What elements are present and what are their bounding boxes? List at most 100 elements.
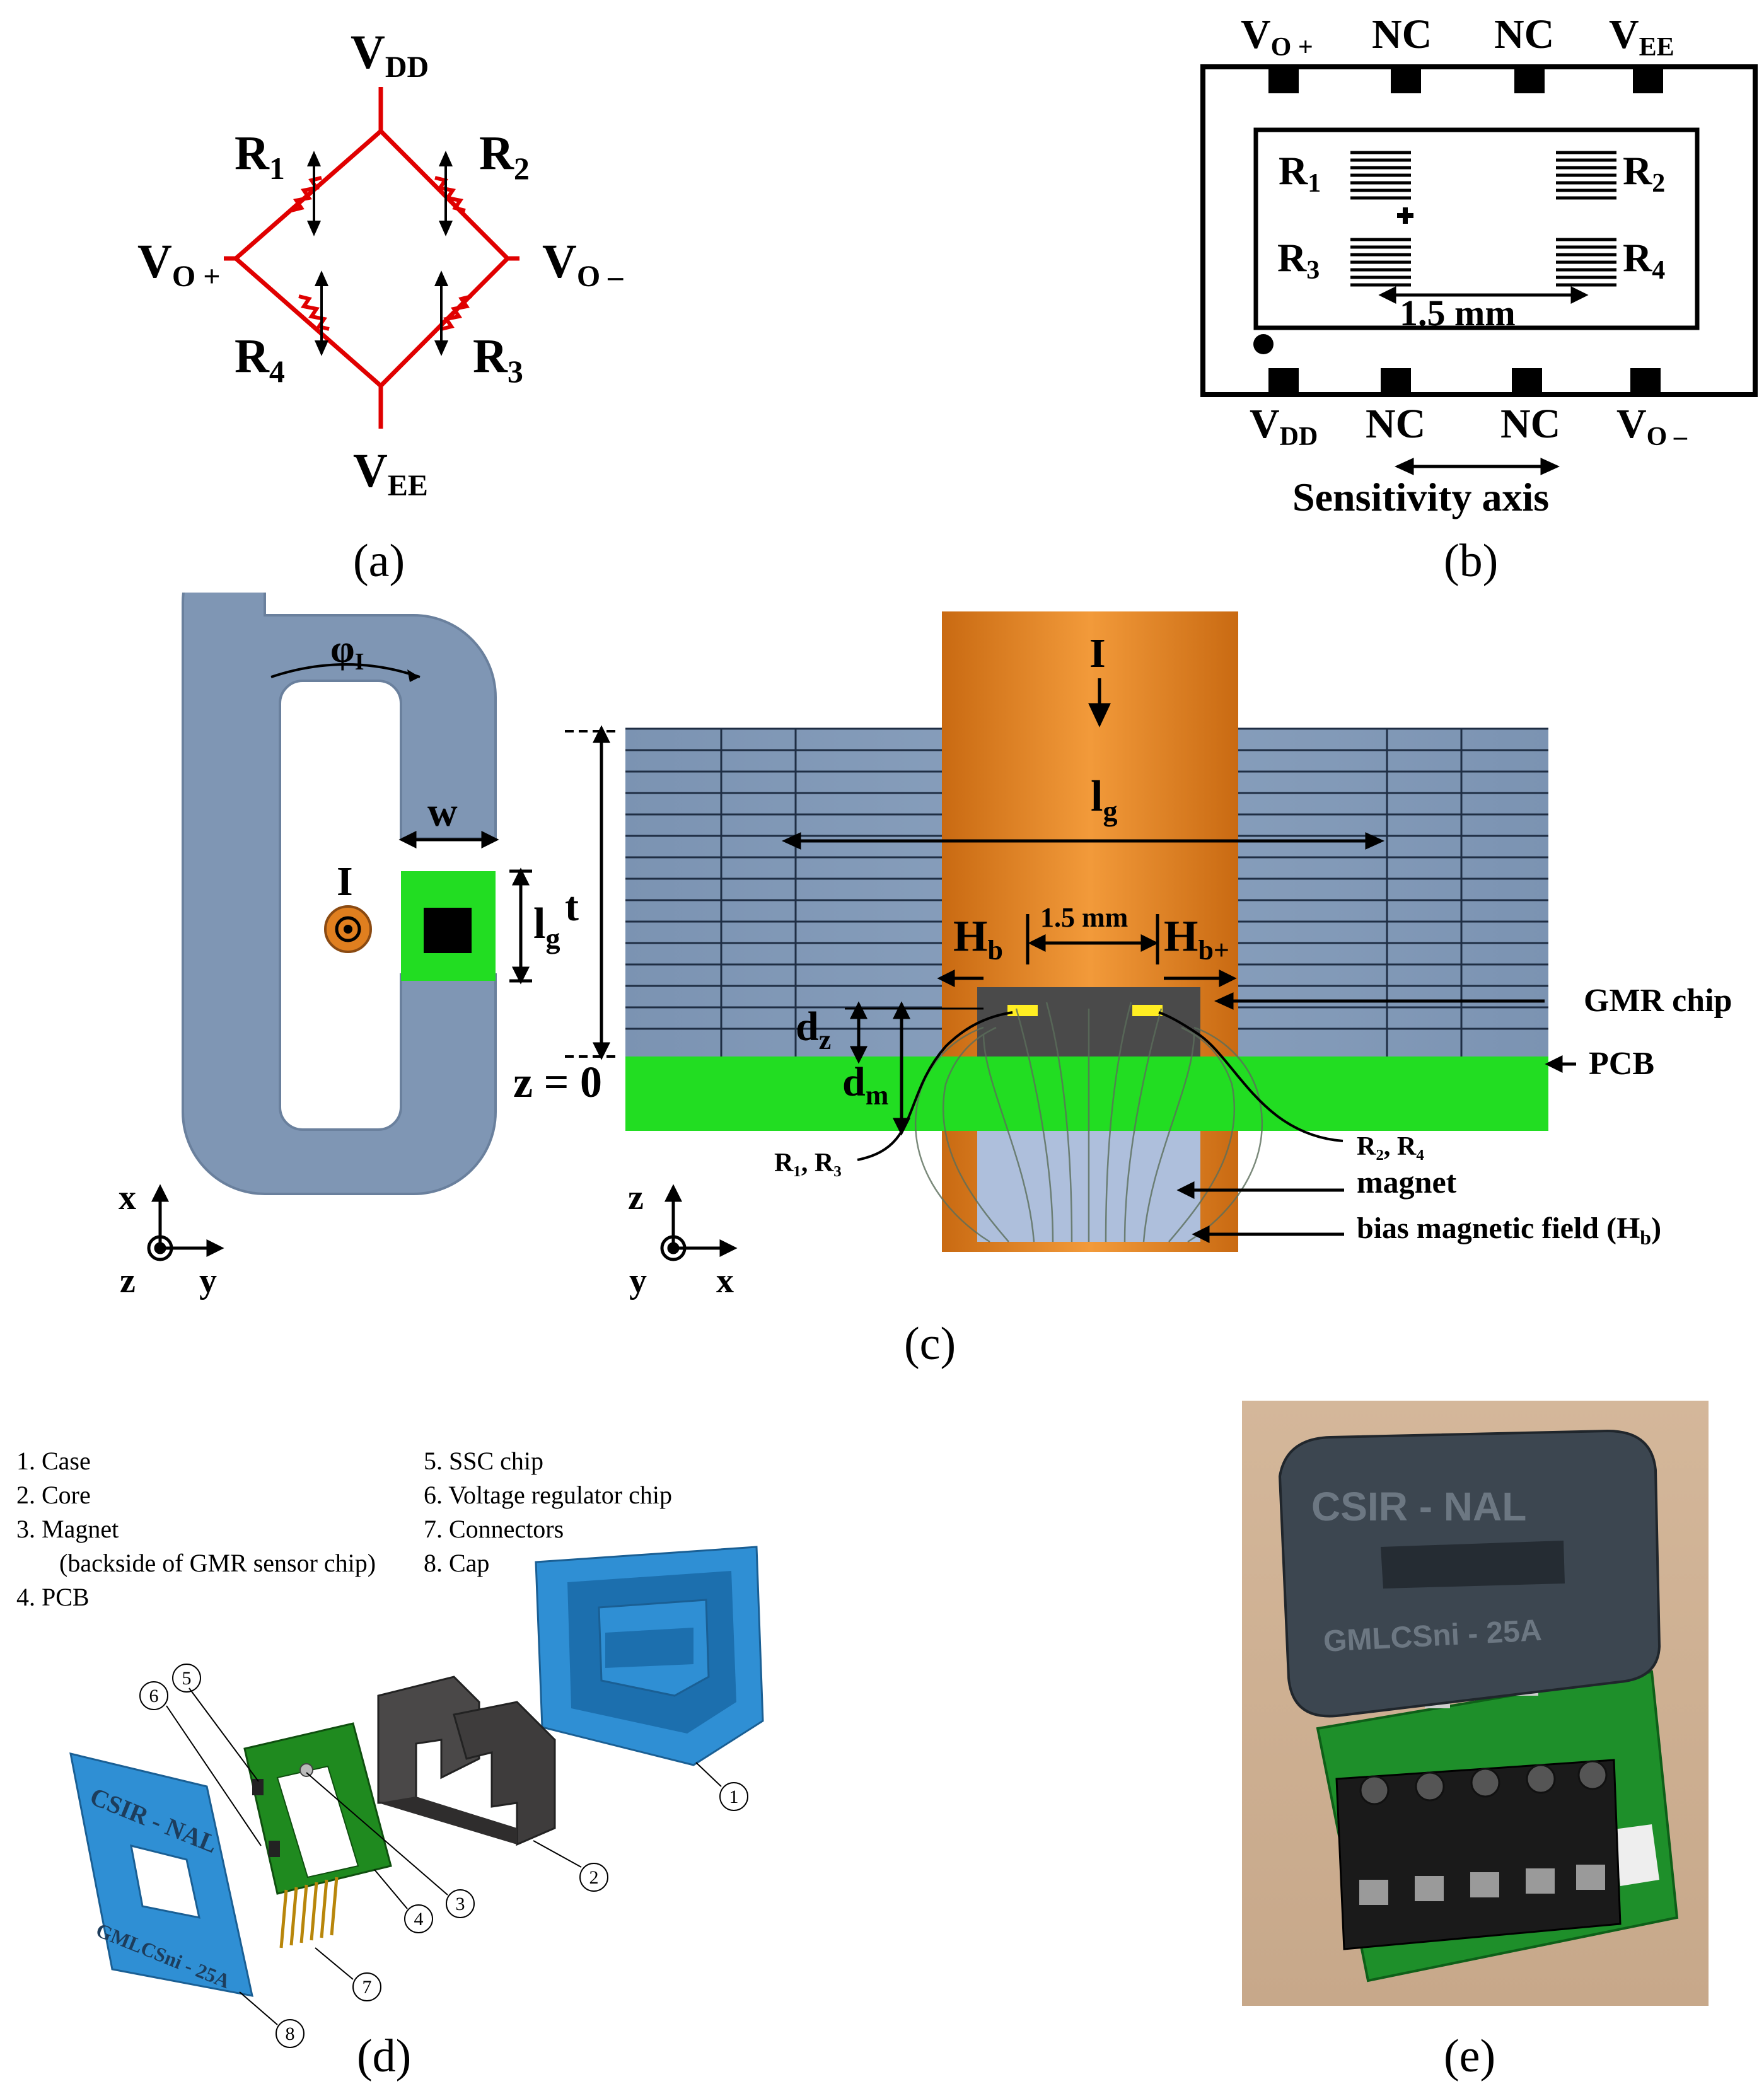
c-core-top-view xyxy=(182,519,497,1195)
magnet-dot xyxy=(299,1763,313,1777)
core-part xyxy=(377,1676,556,1846)
callout-2: 2 xyxy=(589,1867,599,1888)
r4-label: R4 xyxy=(235,330,285,389)
ssc-chip xyxy=(252,1779,264,1795)
legend-item-3: 3. Magnet xyxy=(16,1515,119,1543)
terminal-screw-1 xyxy=(1359,1775,1390,1805)
lg-right-label: lg xyxy=(1091,772,1117,827)
callout-1: 1 xyxy=(729,1786,739,1807)
cross-section-view xyxy=(625,611,1548,1252)
top-pin-3-label: NC xyxy=(1494,11,1554,57)
current-label-left: I xyxy=(337,859,353,905)
r4-label: R4 xyxy=(1623,235,1665,285)
terminal-slot-4 xyxy=(1526,1868,1555,1894)
panel-d-exploded-view: 1. Case 2. Core 3. Magnet (backside of G… xyxy=(0,1425,883,2084)
panel-d-label: (d) xyxy=(357,2030,412,2082)
r3-label: R3 xyxy=(1277,235,1320,285)
flux-label: φI xyxy=(330,628,364,675)
bottom-pin-2-label: NC xyxy=(1366,401,1425,447)
terminal-slot-3 xyxy=(1470,1872,1499,1897)
bottom-pin-4-label: VO – xyxy=(1616,401,1688,451)
r1-meander xyxy=(1350,151,1411,200)
callout-7: 7 xyxy=(363,1977,372,1998)
pin-7 xyxy=(1512,368,1542,396)
gmr-label: GMR chip xyxy=(1584,983,1732,1019)
pin-8 xyxy=(1630,368,1661,396)
gmr-chip-top xyxy=(424,908,472,953)
bottom-pin-3-label: NC xyxy=(1500,401,1560,447)
callout-8: 8 xyxy=(286,2023,295,2044)
legend-item-1: 1. Case xyxy=(16,1447,91,1475)
callout-6: 6 xyxy=(149,1686,159,1706)
pin-5 xyxy=(1268,368,1299,396)
panel-a-bridge-circuit: VDD VEE VO + VO – R1 R2 R4 R3 (a) xyxy=(0,0,693,587)
axes-left xyxy=(147,1184,224,1261)
callout-3: 3 xyxy=(456,1894,465,1914)
die-outline xyxy=(1253,127,1700,330)
callout-4: 4 xyxy=(414,1909,424,1930)
photo-case-slot xyxy=(1381,1541,1565,1589)
pcb-part xyxy=(243,1722,392,1948)
pin-1 xyxy=(1268,66,1299,93)
r4-resistor xyxy=(298,294,330,331)
terminal-screw-5 xyxy=(1577,1760,1608,1790)
pin-2 xyxy=(1391,66,1421,93)
r13-leader xyxy=(857,1011,1013,1161)
pin-6 xyxy=(1381,368,1411,396)
w-label: w xyxy=(427,789,458,835)
pin1-dot xyxy=(1253,334,1274,354)
r1-label: R1 xyxy=(235,127,285,186)
panel-c-sensor-geometry: φI w I lg t z = 0 x y z xyxy=(0,519,1764,1412)
callout-5: 5 xyxy=(182,1668,192,1689)
sensitivity-axis-label: Sensitivity axis xyxy=(1292,475,1549,519)
t-label: t xyxy=(565,884,579,930)
r3-label: R3 xyxy=(473,330,523,389)
hb-minus-label: Hb xyxy=(953,912,1003,966)
legend-item-5: 5. SSC chip xyxy=(424,1447,544,1475)
vo-plus-label: VO + xyxy=(137,235,221,293)
r1-resistor xyxy=(291,176,322,212)
photo-case-text-top: CSIR - NAL xyxy=(1311,1484,1526,1529)
top-pin-2-label: NC xyxy=(1372,11,1432,57)
panel-a-label: (a) xyxy=(353,535,405,587)
r13-label: R₁, R₃ xyxy=(774,1149,842,1178)
legend-item-7: 7. Connectors xyxy=(424,1515,564,1543)
magnet-label: magnet xyxy=(1357,1164,1457,1200)
current-label-right: I xyxy=(1089,630,1106,676)
axis-left-out-label: z xyxy=(120,1261,136,1300)
r4-meander xyxy=(1556,238,1616,287)
legend-item-3-note: (backside of GMR sensor chip) xyxy=(59,1549,376,1577)
r2-label: R2 xyxy=(1623,148,1665,198)
dz-label: dz xyxy=(796,1004,831,1055)
r2-label: R2 xyxy=(479,127,530,186)
spacing-label: 1.5 mm xyxy=(1400,292,1516,333)
terminal-slot-1 xyxy=(1359,1880,1388,1905)
r1-label: R1 xyxy=(1279,148,1321,198)
case-part xyxy=(535,1546,764,1766)
terminal-screw-2 xyxy=(1415,1771,1445,1802)
panel-b-label: (b) xyxy=(1444,535,1499,587)
flux-arrow xyxy=(270,663,421,678)
axis-left-up-label: x xyxy=(119,1178,136,1217)
legend-item-8: 8. Cap xyxy=(424,1549,490,1577)
vee-label: VEE xyxy=(353,444,428,502)
r2-meander xyxy=(1556,151,1616,200)
panel-e-photo: CSIR - NAL GMLCSni - 25A (e) xyxy=(1236,1401,1764,2084)
legend-item-6: 6. Voltage regulator chip xyxy=(424,1481,672,1509)
r2-resistor xyxy=(434,176,466,212)
regulator-chip xyxy=(269,1841,280,1857)
pin-4 xyxy=(1633,66,1663,93)
axes-right xyxy=(660,1184,738,1261)
photo-terminal-block xyxy=(1335,1759,1622,1950)
terminal-slot-5 xyxy=(1576,1865,1605,1890)
connector-pins xyxy=(279,1877,339,1948)
panel-b-chip-layout: R1 R2 R3 R4 1.5 mm VO + NC NC VEE VDD NC… xyxy=(1185,0,1764,587)
dm-label: dm xyxy=(842,1059,888,1111)
r13-element xyxy=(1007,1005,1038,1016)
hb-plus-label: Hb+ xyxy=(1164,912,1229,966)
r24-leader xyxy=(1158,1011,1343,1142)
bias-field-lines xyxy=(914,1002,1263,1243)
photo-white-tab xyxy=(1614,1824,1659,1886)
vo-minus-label: VO – xyxy=(542,235,624,293)
legend-item-4: 4. PCB xyxy=(16,1583,90,1611)
